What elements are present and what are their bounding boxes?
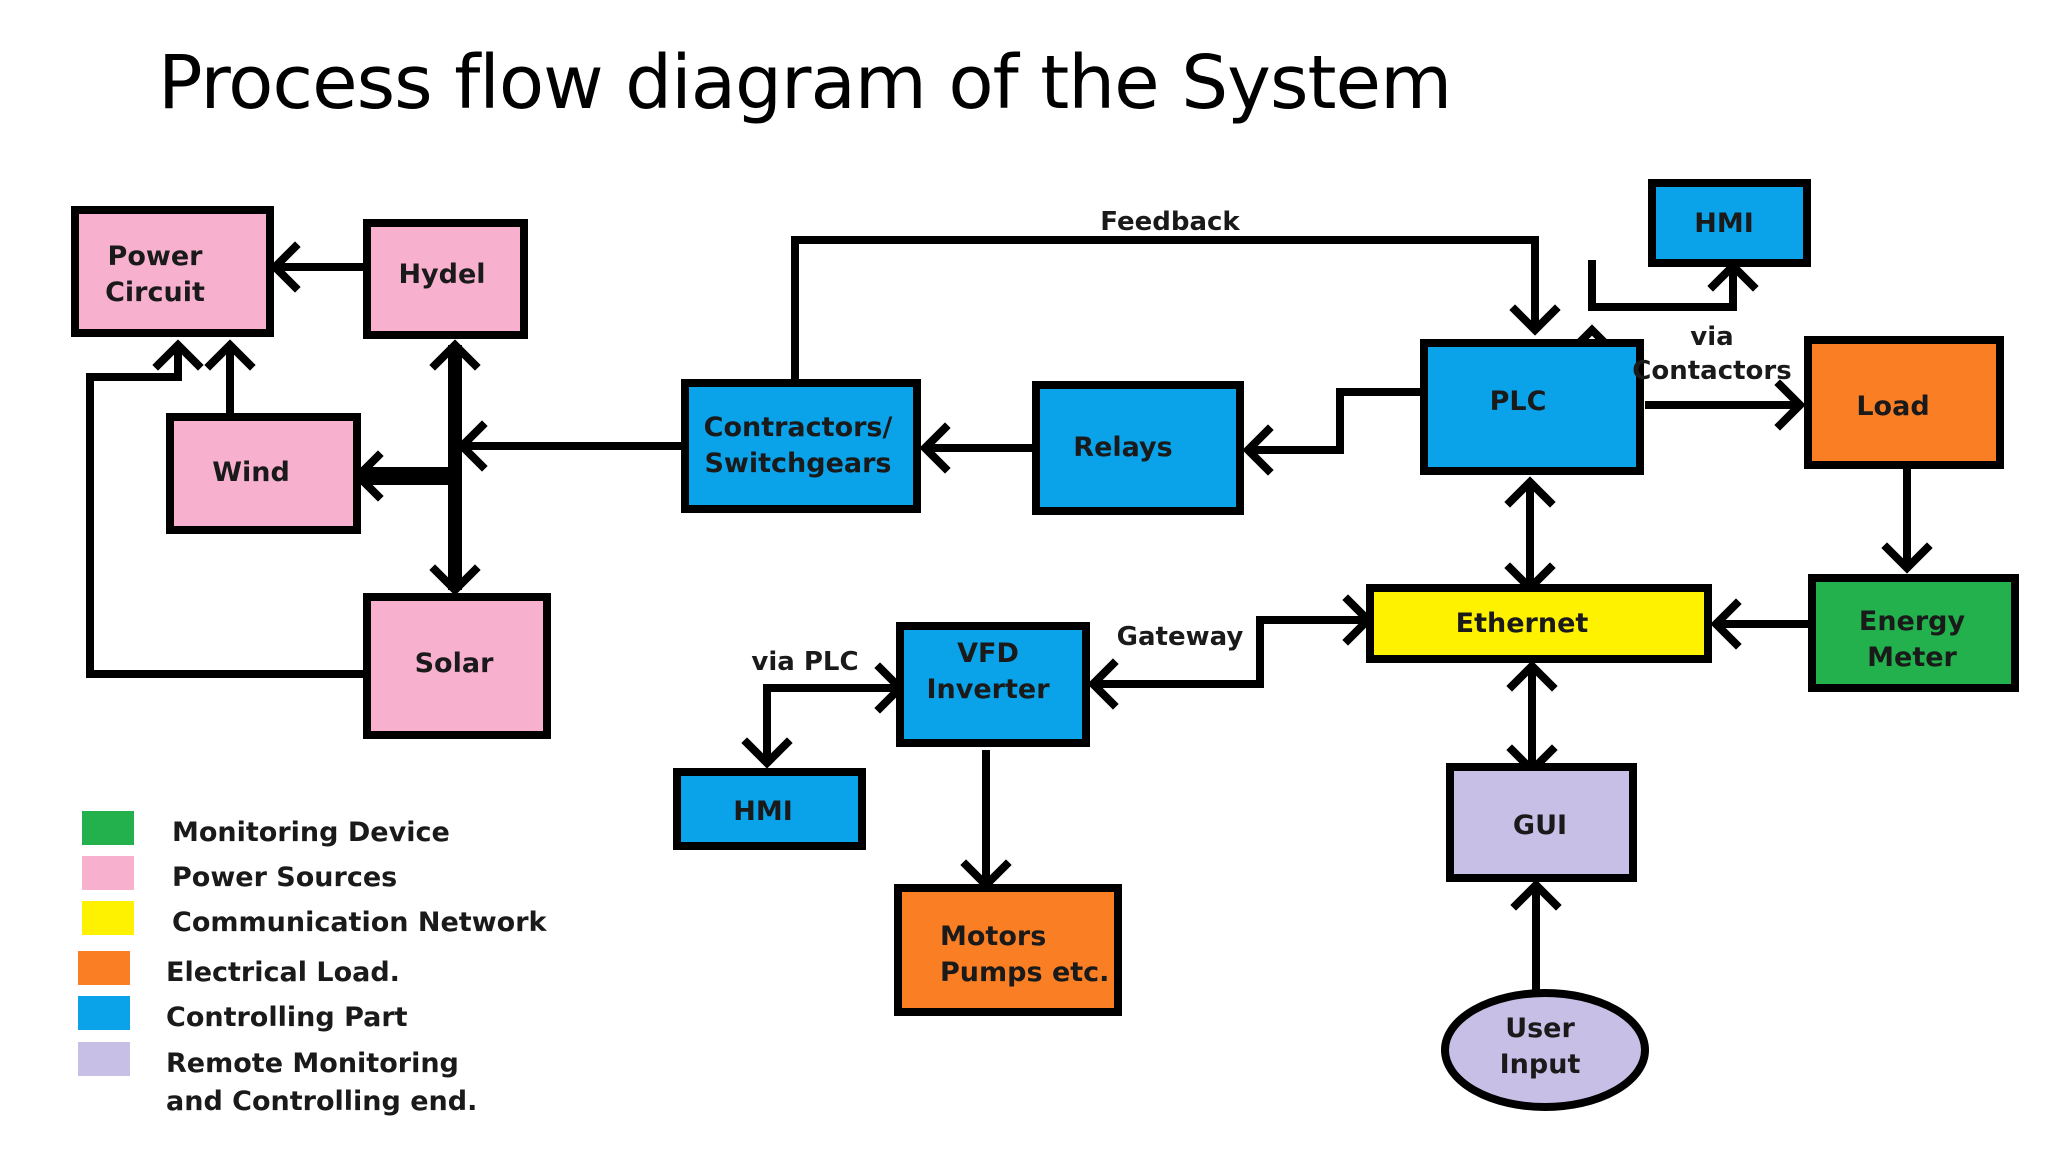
arrowhead [1510,879,1562,911]
page-title: Process flow diagram of the System [158,40,1452,126]
arrowhead [1774,379,1806,431]
node-relays: Relays [1032,381,1244,515]
node-solar: Solar [363,593,551,739]
node-load: Load [1804,336,2004,469]
node-contractors-switchgears-label: Contractors/Switchgears [704,412,893,479]
edge-label-via-plc: via PLC [751,647,858,677]
connector-line [763,684,900,763]
node-hmi-bottom-label: HMI [733,796,793,827]
arrowhead [919,422,951,474]
node-ethernet-label: Ethernet [1456,608,1589,639]
node-vfd-inverter-box [896,622,1090,747]
connector-line [86,345,367,678]
node-gui-box [1446,763,1637,882]
node-gui-label: GUI [1513,810,1567,841]
node-hmi-bottom: HMI [673,768,866,850]
edge-label-feedback: Feedback [1100,207,1240,237]
node-contractors-switchgears-box [681,379,921,513]
legend-swatch [82,901,134,935]
node-contractors-switchgears: Contractors/Switchgears [681,379,921,513]
arrowhead [204,339,256,371]
arrowhead [1087,658,1119,710]
arrowhead [1509,304,1561,336]
node-hydel: Hydel [363,219,528,339]
node-load-box [1804,336,2004,469]
arrowhead [1504,476,1556,508]
legend-label: Power Sources [172,862,397,893]
node-hmi-bottom-box [673,768,866,850]
legend-swatch [78,951,130,985]
node-power-circuit-box [71,206,274,337]
node-user-input-ellipse [1441,989,1649,1111]
legend-label: Electrical Load. [166,957,400,988]
node-wind: Wind [166,413,361,534]
legend-swatch [78,1042,130,1076]
edge-label-gateway: Gateway [1117,622,1244,652]
legend-swatch [82,811,134,845]
node-hmi-top-label: HMI [1694,208,1754,239]
node-hydel-box [363,219,528,339]
node-ethernet-box [1366,584,1712,663]
connector-line [1093,616,1368,688]
arrowhead [1881,542,1933,574]
node-wind-box [166,413,361,534]
node-energy-meter-box [1808,574,2019,692]
node-wind-label: Wind [212,457,290,488]
connector-line [1588,260,1737,311]
node-plc: PLC [1420,339,1644,475]
arrowhead [1506,660,1558,692]
node-plc-label: PLC [1490,386,1547,417]
node-relays-label: Relays [1073,432,1172,463]
node-ethernet: Ethernet [1366,584,1712,663]
legend-label: Communication Network [172,907,548,938]
node-hydel-label: Hydel [398,259,485,290]
arrowhead [152,339,204,371]
node-hmi-top-box [1648,179,1811,267]
node-solar-label: Solar [415,648,494,679]
connector-line [1248,388,1430,454]
node-hmi-top: HMI [1648,179,1811,267]
node-gui: GUI [1446,763,1637,882]
node-plc-box [1420,339,1644,475]
arrowhead [456,420,488,472]
node-solar-box [363,593,551,739]
node-relays-box [1032,381,1244,515]
node-motors-pumps-box [894,884,1122,1016]
legend-swatch [78,996,130,1030]
node-load-label: Load [1856,391,1929,422]
arrowhead [429,564,481,596]
legend-label: Monitoring Device [172,817,450,848]
legend-swatch [82,856,134,890]
arrowhead [1710,598,1742,650]
arrowhead [1242,424,1274,476]
legend-label: Controlling Part [166,1002,408,1033]
arrowhead [741,737,793,769]
arrowhead [429,339,481,371]
connector-line [791,236,1539,388]
arrowhead [269,241,301,293]
